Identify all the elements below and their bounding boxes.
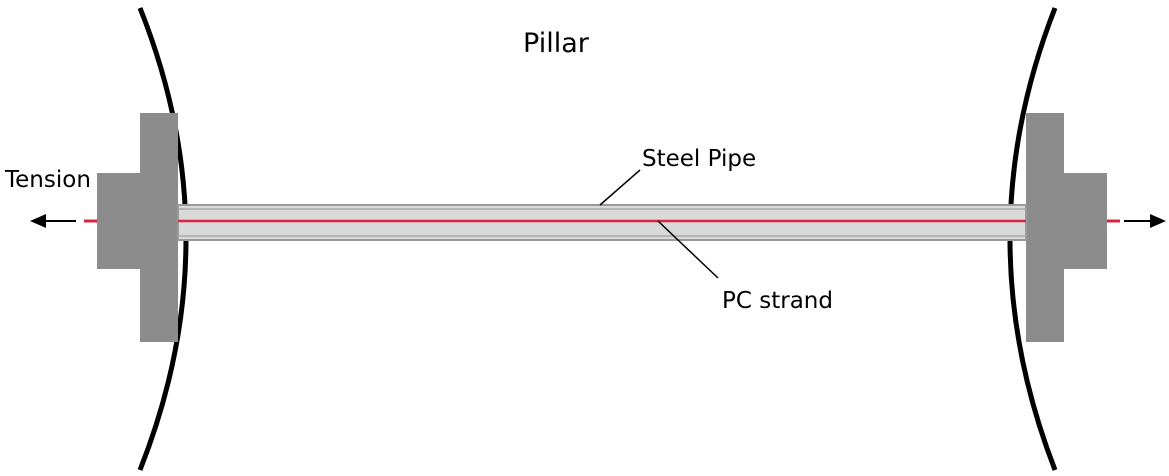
steel-pipe-leader: [599, 169, 641, 206]
pc-strand-leader: [657, 220, 719, 279]
tension-label: Tension: [4, 167, 91, 193]
tension-arrow-left-head: [30, 214, 46, 228]
pc-strand-label: PC strand: [722, 288, 833, 314]
right-anchor-head: [1064, 173, 1107, 269]
steel-pipe-label: Steel Pipe: [642, 146, 756, 172]
pillar-label: Pillar: [523, 28, 590, 59]
steel-pipe: [177, 204, 1027, 241]
tension-arrow-right-head: [1150, 214, 1166, 228]
left-bearing-plate: [140, 113, 178, 342]
right-bearing-plate: [1026, 113, 1064, 342]
left-anchor-head: [97, 173, 140, 269]
